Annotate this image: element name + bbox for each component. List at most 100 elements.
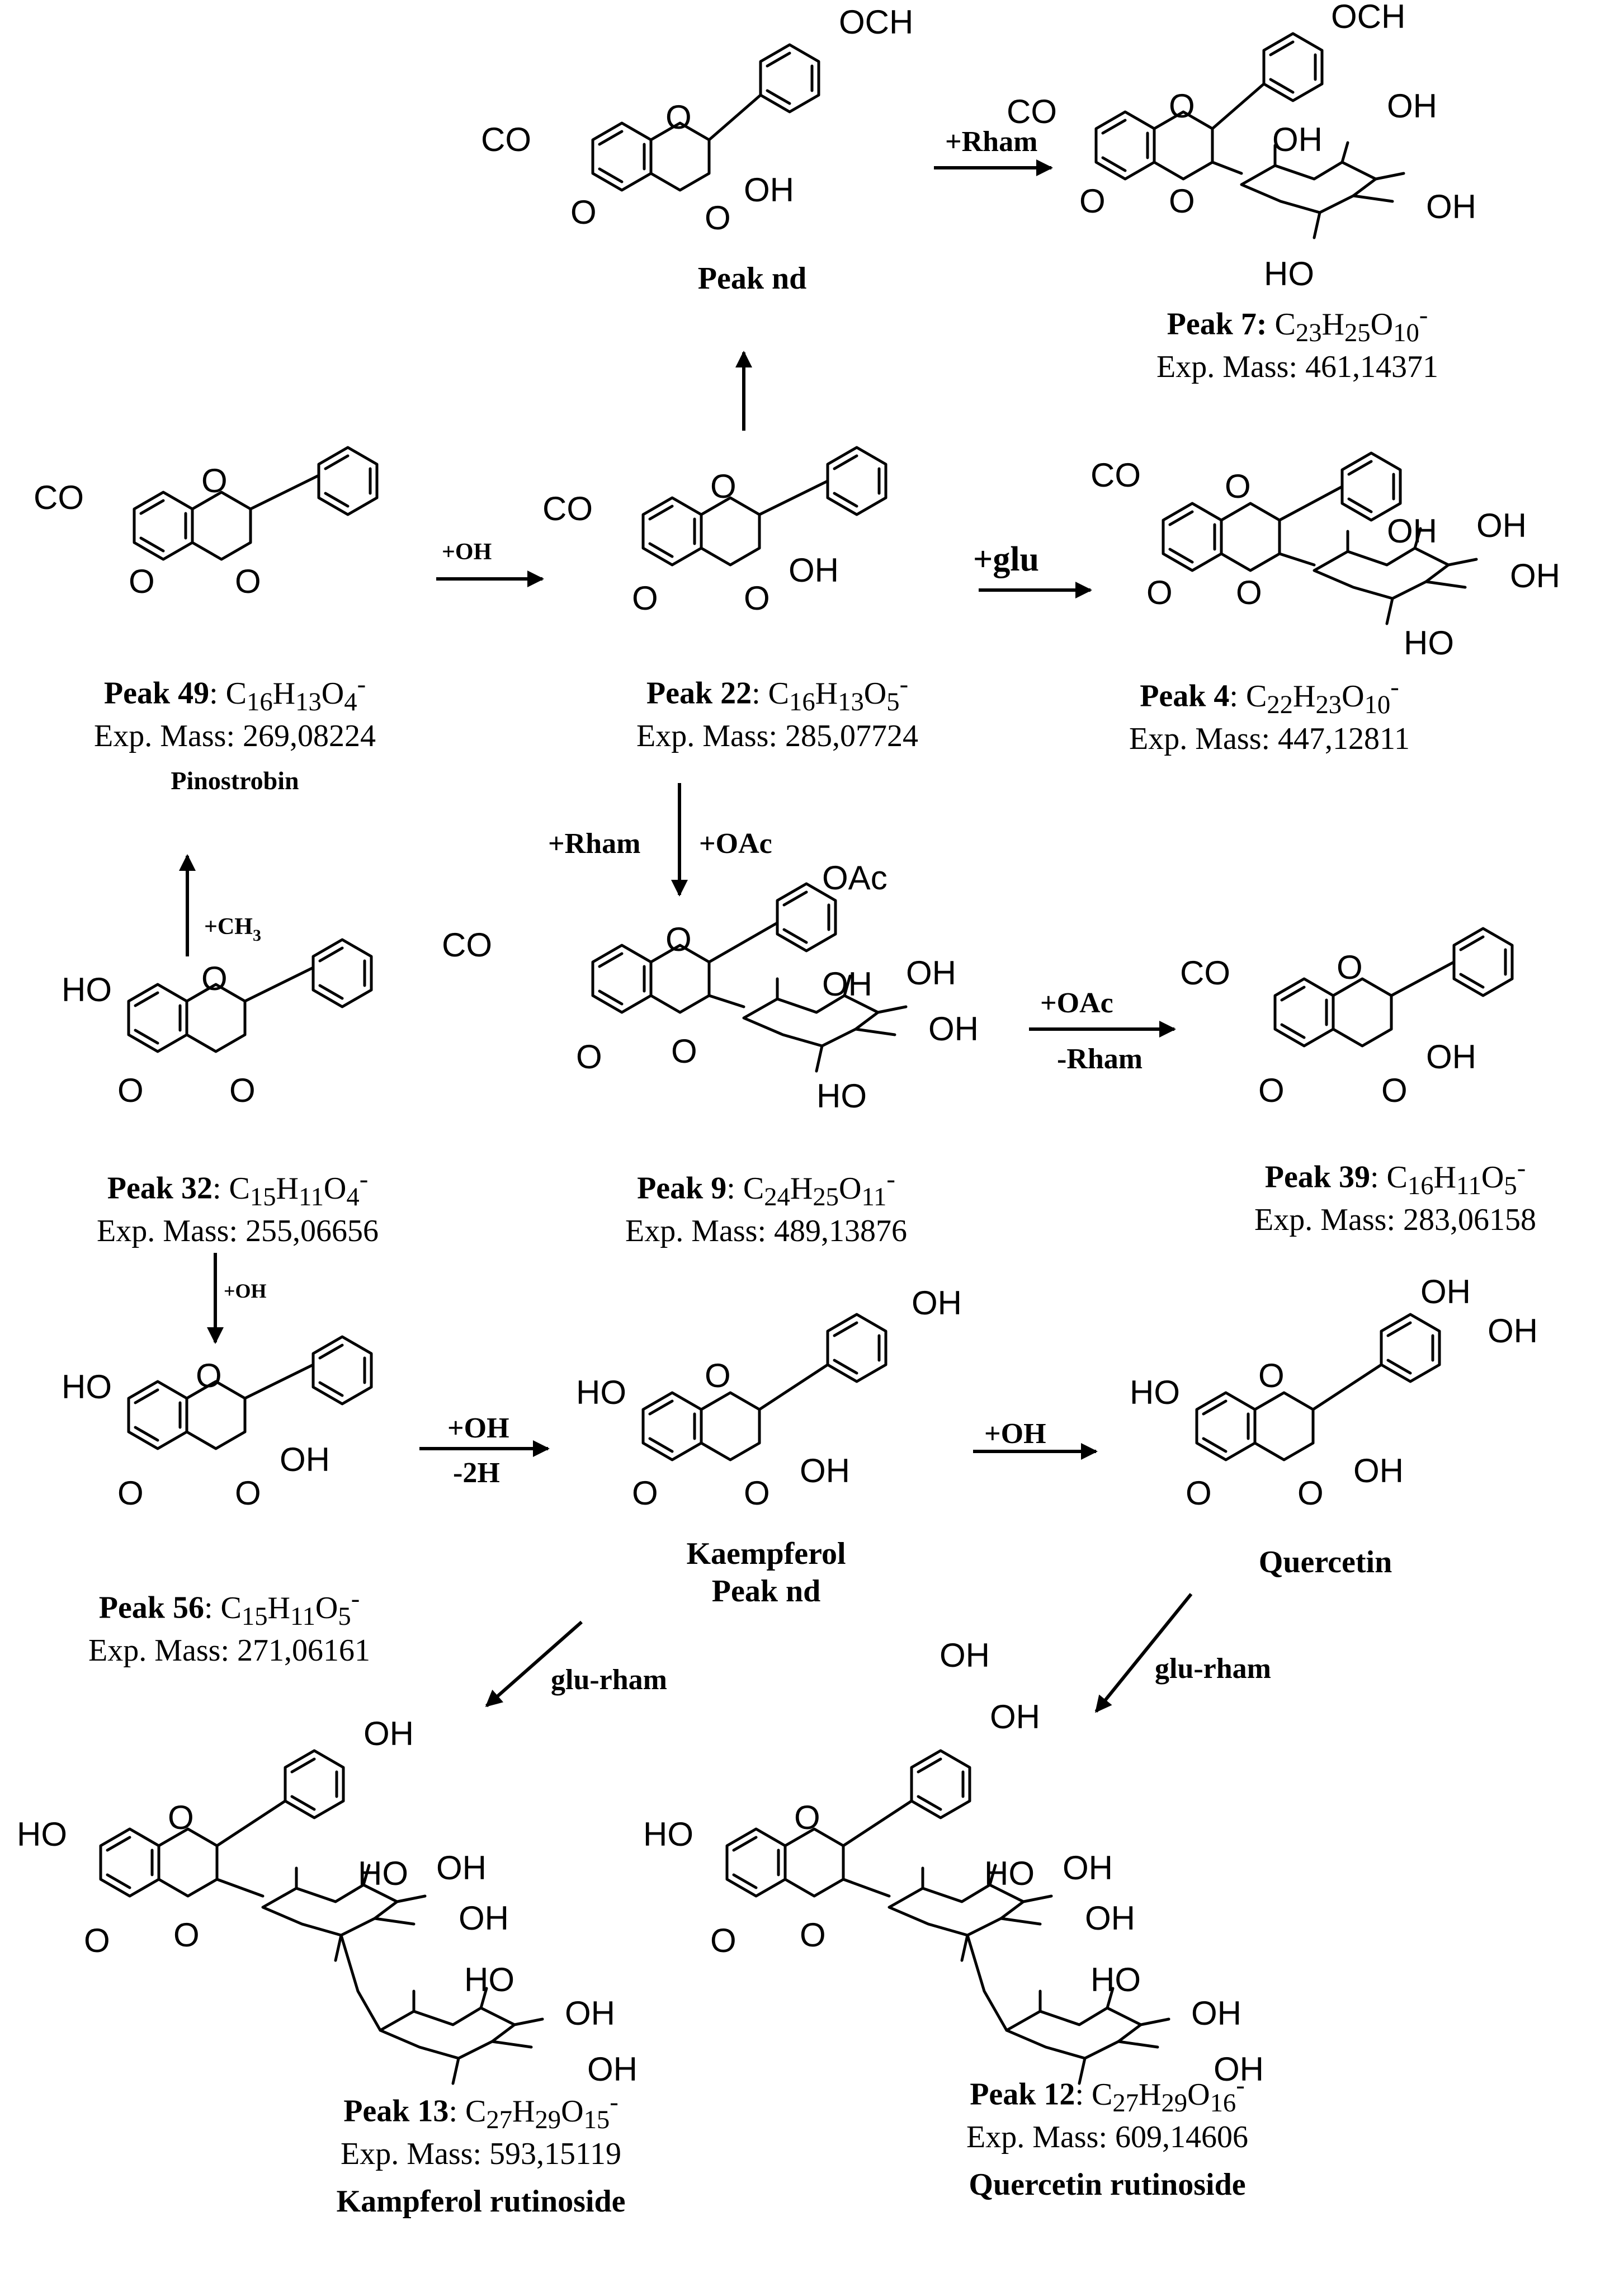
label-peak-4: Peak 4: C22H23O10- Exp. Mass: 447,12811 <box>1129 671 1410 758</box>
peak-13-compound-name: Kampferol rutinoside <box>336 2184 626 2219</box>
cond-glu: +glu <box>973 540 1039 578</box>
peak-56-mass: Exp. Mass: 271,06161 <box>88 1633 370 1668</box>
svg-text:O: O <box>117 1072 144 1109</box>
label-peak-39: Peak 39: C16H11O5- Exp. Mass: 283,06158 <box>1254 1152 1536 1239</box>
peak-12-formula: C27H29O16- <box>1092 2071 1245 2118</box>
svg-text:HO: HO <box>576 1374 626 1411</box>
cond-2h: -2H <box>453 1457 500 1489</box>
svg-text:OH: OH <box>1476 507 1527 544</box>
svg-text:O: O <box>117 1474 144 1512</box>
svg-text:OH: OH <box>744 171 794 209</box>
peak-9-formula: C24H25O11- <box>743 1164 895 1211</box>
svg-text:O: O <box>744 1474 770 1512</box>
peak-12-compound-name: Quercetin rutinoside <box>969 2167 1246 2203</box>
svg-text:OH: OH <box>1085 1899 1135 1937</box>
structure-peak-nd-top: CO O O O OH OCH <box>481 3 913 237</box>
peak-22-formula: C16H13O5- <box>768 669 909 716</box>
svg-text:OH: OH <box>912 1284 962 1322</box>
peak-22-name: Peak 22 <box>646 676 752 711</box>
peak-39-formula: C16H11O5- <box>1386 1153 1526 1200</box>
peak-13-name: Peak 13 <box>343 2094 449 2129</box>
svg-text:O: O <box>744 579 770 617</box>
svg-text:OH: OH <box>1426 188 1476 225</box>
svg-text:HO: HO <box>62 971 112 1008</box>
label-peak-nd-top: Peak nd <box>697 261 807 296</box>
label-peak-13: Peak 13: C27H29O15- Exp. Mass: 593,15119… <box>337 2086 626 2220</box>
structure-peak-56: HO O O O OH <box>62 1337 371 1512</box>
peak-32-mass: Exp. Mass: 255,06656 <box>97 1213 379 1248</box>
cond-oac-39: +OAc <box>1040 987 1113 1019</box>
svg-text:OH: OH <box>1063 1849 1113 1887</box>
cond-oac-mid: +OAc <box>699 828 772 860</box>
peak-39-name: Peak 39 <box>1264 1159 1370 1195</box>
svg-text:O: O <box>1169 87 1195 125</box>
svg-text:OH: OH <box>1272 121 1323 158</box>
label-peak-12: Peak 12: C27H29O16- Exp. Mass: 609,14606… <box>966 2069 1248 2204</box>
peak-7-formula: C23H25O10- <box>1274 300 1428 347</box>
svg-text:OH: OH <box>436 1849 487 1887</box>
svg-text:HO: HO <box>1264 255 1314 293</box>
arrow-kaempferol-to-13 <box>485 1620 583 1708</box>
svg-text:CO: CO <box>542 490 593 527</box>
svg-text:O: O <box>570 194 597 231</box>
svg-text:OH: OH <box>587 2050 638 2088</box>
peak-4-formula: C22H23O10- <box>1245 672 1399 719</box>
svg-text:HO: HO <box>643 1816 693 1853</box>
kaempferol-name: Kaempferol <box>686 1536 846 1571</box>
structure-peak-12: HO O O O OH OH HO OH OH HO OH OH <box>643 1637 1264 2088</box>
structure-peak-49: CO O O O <box>34 447 377 600</box>
svg-text:OH: OH <box>800 1452 850 1489</box>
svg-text:OH: OH <box>565 1995 615 2032</box>
svg-text:O: O <box>1297 1474 1324 1512</box>
label-peak-9: Peak 9: C24H25O11- Exp. Mass: 489,13876 <box>625 1163 907 1250</box>
structure-quercetin: HO O O O OH OH OH <box>1130 1273 1538 1512</box>
svg-text:O: O <box>196 1357 222 1394</box>
peak-9-mass: Exp. Mass: 489,13876 <box>625 1213 907 1248</box>
kaempferol-peak: Peak nd <box>711 1574 821 1609</box>
svg-text:O: O <box>665 98 692 136</box>
peak-4-mass: Exp. Mass: 447,12811 <box>1129 721 1410 756</box>
label-peak-22: Peak 22: C16H13O5- Exp. Mass: 285,07724 <box>636 668 918 755</box>
peak-4-name: Peak 4 <box>1140 678 1230 714</box>
peak-32-name: Peak 32 <box>107 1171 213 1206</box>
svg-text:CO: CO <box>1090 456 1141 494</box>
svg-text:O: O <box>173 1916 200 1954</box>
peak-56-name: Peak 56 <box>98 1590 204 1625</box>
svg-text:HO: HO <box>62 1368 112 1406</box>
svg-text:O: O <box>632 1474 658 1512</box>
structure-peak-7: CO O O O OCH OH OH OH HO <box>1007 0 1476 293</box>
svg-text:HO: HO <box>17 1816 67 1853</box>
svg-text:O: O <box>705 199 731 237</box>
svg-text:O: O <box>632 579 658 617</box>
cond-oh-56-k: +OH <box>447 1412 509 1444</box>
peak-49-mass: Exp. Mass: 269,08224 <box>94 718 376 753</box>
label-kaempferol: Kaempferol Peak nd <box>686 1535 846 1610</box>
svg-text:O: O <box>1169 182 1195 220</box>
svg-text:CO: CO <box>481 121 531 158</box>
peak-9-name: Peak 9 <box>637 1171 727 1206</box>
cond-rham-39: -Rham <box>1057 1043 1143 1075</box>
svg-text:OCH: OCH <box>839 3 913 41</box>
svg-text:OH: OH <box>906 954 956 992</box>
peak-39-mass: Exp. Mass: 283,06158 <box>1254 1202 1536 1237</box>
svg-text:O: O <box>229 1072 256 1109</box>
peak-49-name: Peak 49 <box>103 676 210 711</box>
svg-text:O: O <box>710 468 737 505</box>
label-peak-7: Peak 7: C23H25O10- Exp. Mass: 461,14371 <box>1156 299 1438 386</box>
svg-text:O: O <box>1236 574 1262 611</box>
svg-text:O: O <box>800 1916 826 1954</box>
svg-text:OH: OH <box>1214 2050 1264 2088</box>
svg-text:O: O <box>1258 1357 1285 1394</box>
svg-text:HO: HO <box>1130 1374 1180 1411</box>
svg-text:OH: OH <box>1426 1038 1476 1076</box>
svg-text:OH: OH <box>940 1637 990 1674</box>
svg-text:HO: HO <box>816 1077 867 1115</box>
svg-text:OH: OH <box>1510 557 1560 595</box>
svg-text:O: O <box>1146 574 1173 611</box>
cond-oh-49-22: +OH <box>442 539 492 565</box>
peak-49-formula: C16H13O4- <box>225 669 366 716</box>
svg-text:O: O <box>705 1357 731 1394</box>
svg-text:O: O <box>1079 182 1106 220</box>
svg-text:O: O <box>168 1799 194 1836</box>
svg-text:O: O <box>235 563 261 600</box>
